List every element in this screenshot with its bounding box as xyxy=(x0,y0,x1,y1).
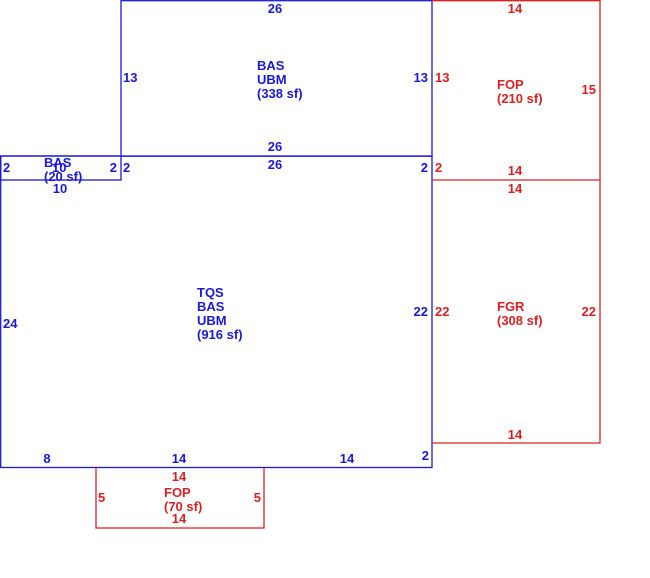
dim-fopb-left: 5 xyxy=(98,490,105,505)
dim-fgr-bottom: 14 xyxy=(508,427,523,442)
dim-upper-right: 13 xyxy=(414,70,428,85)
dim-fgr-notch: 2 xyxy=(435,160,442,175)
main-tqs-label-4: (916 sf) xyxy=(197,327,243,342)
dim-main-left-notch: 2 xyxy=(123,160,130,175)
main-tqs-label-3: UBM xyxy=(197,313,227,328)
dim-fop-top-bottom: 14 xyxy=(508,163,523,178)
dim-main-bottom-8: 8 xyxy=(43,451,50,466)
dim-upper-bottom: 26 xyxy=(268,139,282,154)
fgr-label-2: (308 sf) xyxy=(497,313,543,328)
dim-main-top: 26 xyxy=(268,157,282,172)
outbuilding-lines xyxy=(95,0,601,529)
dim-fopb-top: 14 xyxy=(172,469,187,484)
upper-bas-label-2: UBM xyxy=(257,72,287,87)
dim-small-right: 2 xyxy=(110,160,117,175)
main-structure-lines xyxy=(0,0,433,469)
dim-fgr-left: 22 xyxy=(435,304,449,319)
dim-fgr-right: 22 xyxy=(582,304,596,319)
fop-bottom-outline xyxy=(95,467,265,529)
fop-fgr-outline xyxy=(432,0,601,444)
dim-small-left: 2 xyxy=(3,160,10,175)
dim-main-left: 24 xyxy=(3,316,18,331)
dim-fop-top-left: 13 xyxy=(435,70,449,85)
dim-main-bottom-14b: 14 xyxy=(340,451,355,466)
main-tqs-label-2: BAS xyxy=(197,299,225,314)
small-bas-label-1: BAS xyxy=(44,155,72,170)
small-bas-outline xyxy=(0,155,122,181)
upper-bas-label-1: BAS xyxy=(257,58,285,73)
dim-upper-top: 26 xyxy=(268,1,282,16)
small-bas-overlap-dim: 10 xyxy=(52,160,66,175)
main-tqs-outline xyxy=(0,155,433,469)
dim-main-bottom-right: 2 xyxy=(422,448,429,463)
fgr-label-1: FGR xyxy=(497,299,525,314)
dim-main-right: 22 xyxy=(414,304,428,319)
dim-main-right-notch: 2 xyxy=(421,160,428,175)
dim-fgr-top: 14 xyxy=(508,181,523,196)
fop-top-label-1: FOP xyxy=(497,77,524,92)
dim-small-bottom: 10 xyxy=(53,181,67,196)
dim-main-bottom-14a: 14 xyxy=(172,451,187,466)
fop-bottom-label-1: FOP xyxy=(164,485,191,500)
dim-fop-top-top: 14 xyxy=(508,1,523,16)
main-tqs-label-1: TQS xyxy=(197,285,224,300)
dim-fopb-right: 5 xyxy=(254,490,261,505)
fop-bottom-label-2: (70 sf) xyxy=(164,499,202,514)
fop-top-label-2: (210 sf) xyxy=(497,91,543,106)
dim-fopb-bottom: 14 xyxy=(172,511,187,526)
upper-bas-label-3: (338 sf) xyxy=(257,86,303,101)
dim-fop-top-right: 15 xyxy=(582,82,596,97)
dim-upper-left: 13 xyxy=(123,70,137,85)
small-bas-label-2: (20 sf) xyxy=(44,169,82,184)
